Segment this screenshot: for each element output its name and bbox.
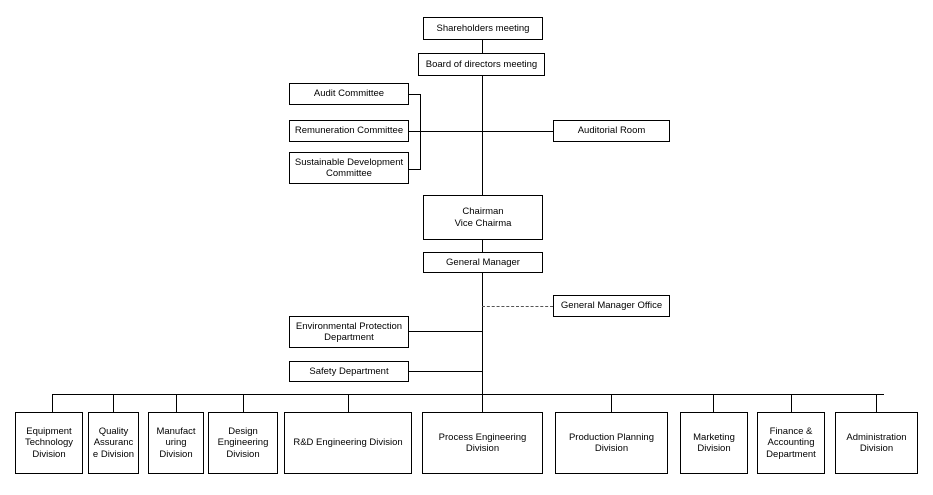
node-label-audit-committee: Audit Committee [313,88,385,100]
connector-drop-manufacturing-division [176,394,177,412]
node-label-general-manager-office: General Manager Office [560,300,663,312]
node-sustainable-development-committee[interactable]: Sustainable Development Committee [289,152,409,184]
node-label-finance-accounting-department: Finance & Accounting Department [766,426,816,460]
connector-chairman-to-general-manager [482,240,483,252]
node-rd-engineering-division[interactable]: R&D Engineering Division [284,412,412,474]
node-board-of-directors-meeting[interactable]: Board of directors meeting [418,53,545,76]
node-general-manager[interactable]: General Manager [423,252,543,273]
connector-drop-equipment-technology-division [52,394,53,412]
connector-drop-finance-accounting-department [791,394,792,412]
node-remuneration-committee[interactable]: Remuneration Committee [289,120,409,142]
node-label-shareholders-meeting: Shareholders meeting [436,22,530,34]
connector-committee-bracket [420,94,421,170]
node-label-environmental-protection-department: Environmental Protection Department [295,320,403,343]
node-quality-assurance-division[interactable]: Quality Assuranc e Division [88,412,139,474]
node-general-manager-office[interactable]: General Manager Office [553,295,670,317]
node-label-design-engineering-division: Design Engineering Division [217,426,269,460]
node-chairman[interactable]: Chairman Vice Chairma [423,195,543,240]
connector-safety-department [409,371,483,372]
node-auditorial-room[interactable]: Auditorial Room [553,120,670,142]
node-label-marketing-division: Marketing Division [693,431,735,454]
node-shareholders-meeting[interactable]: Shareholders meeting [423,17,543,40]
connector-drop-quality-assurance-division [113,394,114,412]
node-finance-accounting-department[interactable]: Finance & Accounting Department [757,412,825,474]
node-manufacturing-division[interactable]: Manufact uring Division [148,412,204,474]
node-label-administration-division: Administration Division [846,431,907,454]
connector-committees-to-auditorial-room [409,131,553,132]
node-label-safety-department: Safety Department [309,365,389,377]
node-label-quality-assurance-division: Quality Assuranc e Division [92,426,135,460]
connector-drop-marketing-division [713,394,714,412]
node-label-remuneration-committee: Remuneration Committee [294,125,404,137]
node-label-equipment-technology-division: Equipment Technology Division [24,426,74,460]
connector-drop-administration-division [876,394,877,412]
connector-drop-process-engineering-division [482,394,483,412]
connector-drop-production-planning-division [611,394,612,412]
connector-drop-rd-engineering-division [348,394,349,412]
node-safety-department[interactable]: Safety Department [289,361,409,382]
connector-general-manager-trunk [482,273,483,394]
node-equipment-technology-division[interactable]: Equipment Technology Division [15,412,83,474]
connector-environmental-protection-department [409,331,483,332]
node-label-rd-engineering-division: R&D Engineering Division [293,437,403,449]
connector-shareholders-to-board [482,40,483,53]
node-environmental-protection-department[interactable]: Environmental Protection Department [289,316,409,348]
connector-audit-committee-stub [409,94,421,95]
node-label-chairman: Chairman Vice Chairma [454,206,512,229]
node-production-planning-division[interactable]: Production Planning Division [555,412,668,474]
connector-sustainable-committee-stub [409,169,421,170]
node-marketing-division[interactable]: Marketing Division [680,412,748,474]
node-label-sustainable-development-committee: Sustainable Development Committee [294,156,404,179]
node-label-auditorial-room: Auditorial Room [577,125,646,137]
connector-drop-design-engineering-division [243,394,244,412]
node-administration-division[interactable]: Administration Division [835,412,918,474]
connector-general-manager-office [482,306,553,307]
connector-division-bus [52,394,884,395]
node-label-board-of-directors-meeting: Board of directors meeting [425,58,538,70]
node-label-process-engineering-division: Process Engineering Division [438,431,527,454]
node-label-general-manager: General Manager [446,256,520,268]
node-process-engineering-division[interactable]: Process Engineering Division [422,412,543,474]
node-label-manufacturing-division: Manufact uring Division [156,426,196,460]
node-design-engineering-division[interactable]: Design Engineering Division [208,412,278,474]
node-label-production-planning-division: Production Planning Division [568,431,655,454]
node-audit-committee[interactable]: Audit Committee [289,83,409,105]
connector-board-to-chairman [482,76,483,195]
